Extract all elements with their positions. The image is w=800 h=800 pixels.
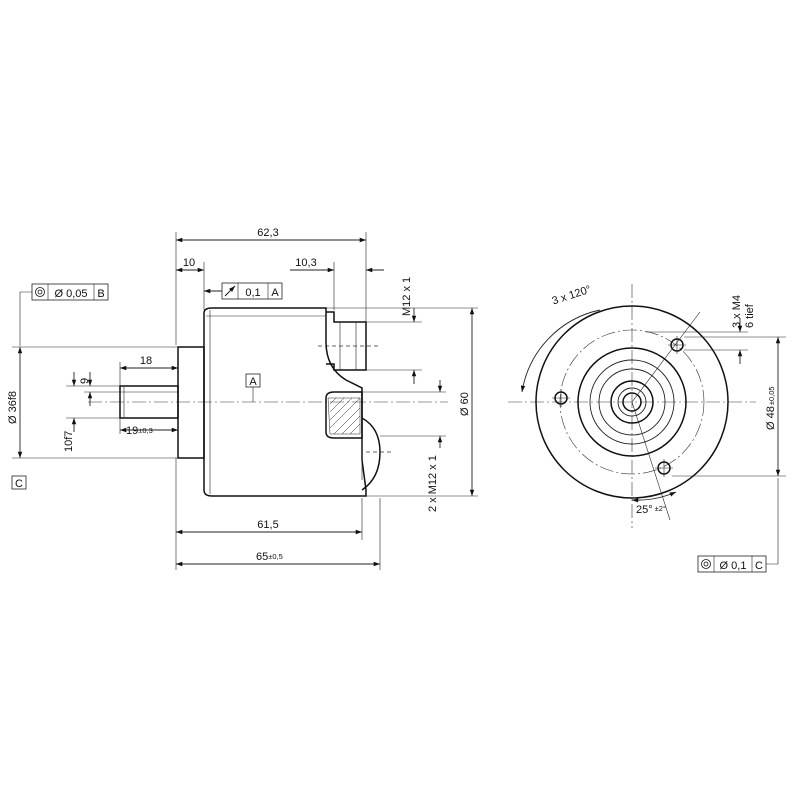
shaft-end xyxy=(622,392,642,412)
top-connector xyxy=(318,311,380,371)
dimension-10: 10 xyxy=(176,257,205,310)
dimension-10-3: 10,3 xyxy=(290,257,384,310)
dim-dia-36-label: Ø 36f8 xyxy=(7,391,19,424)
dimension-62-3: 62,3 xyxy=(175,227,367,345)
dim-19-label: 19±0,3 xyxy=(126,425,153,437)
hole-callout: 3 x M4 6 tief xyxy=(646,295,756,364)
dim-65-label: 65±0,5 xyxy=(256,551,283,563)
dim-62-3-label: 62,3 xyxy=(257,227,278,239)
concentricity-icon xyxy=(701,559,711,569)
tolerance-datum-a: A xyxy=(271,287,279,299)
pitch-circle xyxy=(559,329,705,475)
hole-depth-label: 6 tief xyxy=(744,303,756,328)
dim-10f7-label: 10f7 xyxy=(63,431,75,452)
dim-61-5-label: 61,5 xyxy=(257,519,278,531)
dimension-dia-36: Ø 36f8 xyxy=(7,346,178,459)
dimension-18: 18 xyxy=(119,355,178,386)
mounting-holes xyxy=(552,336,686,477)
side-view: A C Ø 0,05 B xyxy=(7,227,478,570)
thread-top-label: M12 x 1 xyxy=(401,277,413,316)
cable-gland-section xyxy=(325,391,363,439)
dim-dia-60-label: Ø 60 xyxy=(459,392,471,416)
housing xyxy=(203,307,367,497)
datum-a-box: A xyxy=(245,373,261,402)
angle-label: 25°±2° xyxy=(636,504,666,516)
dimension-10f7: 10f7 xyxy=(63,372,120,452)
front-view: 3 x 120° 3 x M4 6 tief Ø 48±0,05 25°±2° xyxy=(508,284,786,573)
tolerance-datum-b: B xyxy=(97,288,104,300)
hub-ring-1 xyxy=(577,347,687,457)
datum-a-label: A xyxy=(249,376,257,388)
angle-annotation: 25°±2° xyxy=(631,491,677,516)
runout-icon xyxy=(224,285,236,297)
datum-c-label: C xyxy=(15,478,23,490)
thread-dimension-top: M12 x 1 xyxy=(366,277,422,384)
connector-cap xyxy=(361,417,392,491)
datum-c-box: C xyxy=(11,475,27,490)
dimension-19: 19±0,3 xyxy=(119,418,178,437)
hub-ring-5 xyxy=(617,387,647,417)
dimension-61-5: 61,5 xyxy=(175,458,363,570)
bolt-pattern-label: 3 x 120° xyxy=(551,284,593,308)
dimension-9: 9 xyxy=(79,372,120,406)
dim-18-label: 18 xyxy=(140,355,152,367)
dimension-65: 65±0,5 xyxy=(176,498,381,570)
tolerance-frame-runout-a: 0,1 A xyxy=(204,282,283,300)
holes-label: 3 x M4 xyxy=(731,295,743,328)
tolerance-value-a: 0,1 xyxy=(245,287,260,299)
dimension-pcd: Ø 48±0,05 xyxy=(672,336,786,477)
tolerance-value-b: Ø 0,05 xyxy=(54,288,87,300)
tolerance-frame-concentricity-c: Ø 0,1 C xyxy=(697,478,779,573)
hub-ring-2 xyxy=(589,359,675,445)
hub-ring-4 xyxy=(610,380,654,424)
tolerance-value-c: Ø 0,1 xyxy=(720,560,747,572)
tolerance-frame-concentricity-b: Ø 0,05 B xyxy=(19,283,109,346)
dim-10-label: 10 xyxy=(183,257,195,269)
thread-dimension-bottom: 2 x M12 x 1 xyxy=(362,380,446,512)
hub-ring-3 xyxy=(598,368,666,436)
dimension-dia-60: Ø 60 xyxy=(326,307,478,497)
tolerance-datum-c: C xyxy=(755,560,763,572)
concentricity-icon xyxy=(35,287,45,297)
spigot xyxy=(177,346,205,459)
dim-10-3-label: 10,3 xyxy=(295,257,316,269)
dim-9-label: 9 xyxy=(79,378,91,384)
pcd-label: Ø 48±0,05 xyxy=(765,386,777,430)
thread-bottom-label: 2 x M12 x 1 xyxy=(427,455,439,512)
